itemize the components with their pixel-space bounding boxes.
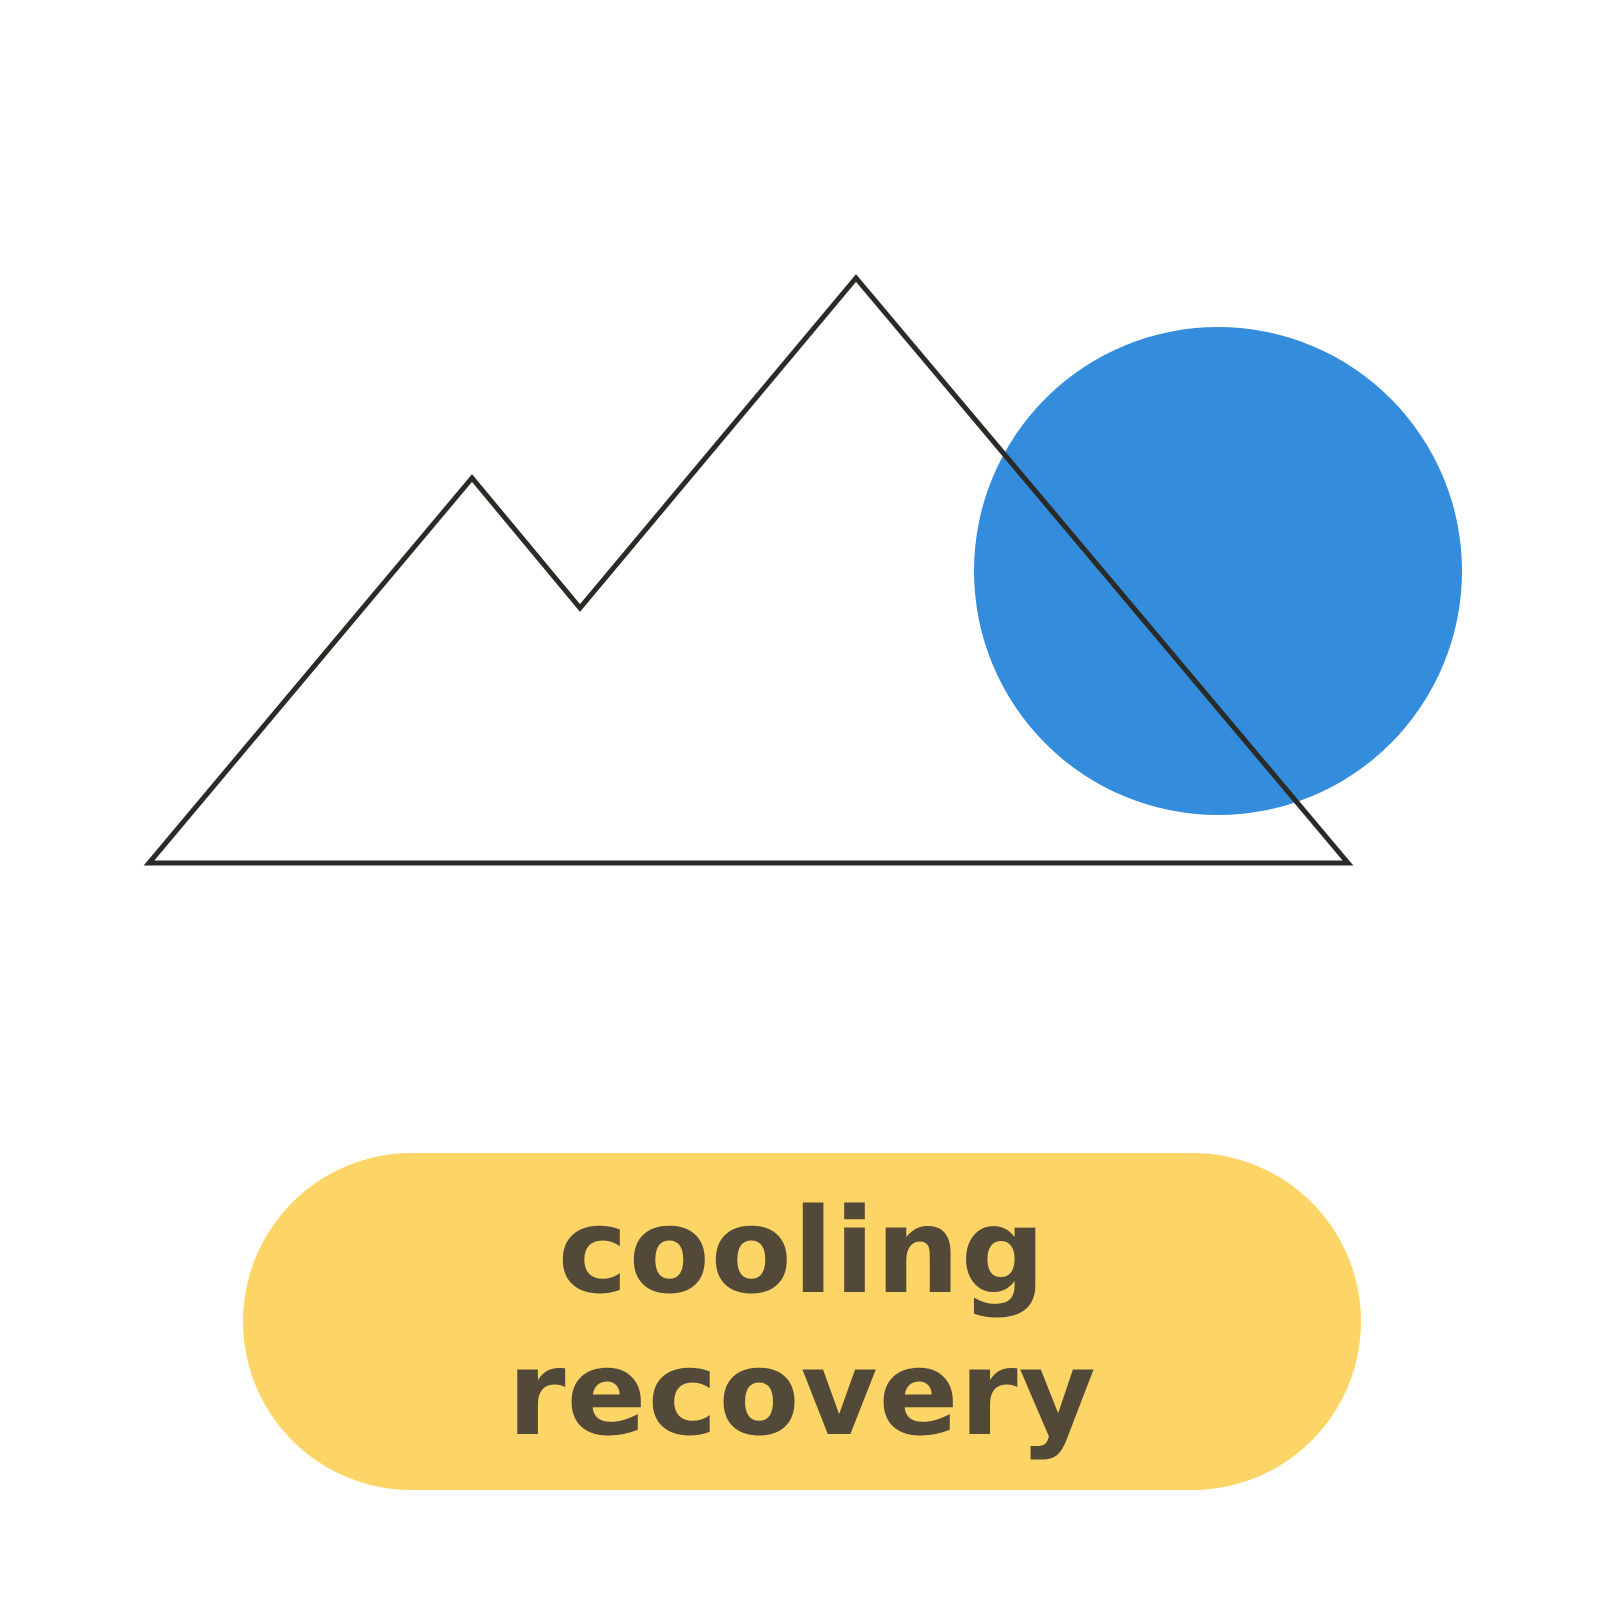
label-line-1: cooling (557, 1181, 1047, 1320)
label-pill: cooling recovery (243, 1153, 1361, 1490)
sun-circle-icon (974, 327, 1462, 815)
label-line-2: recovery (507, 1323, 1097, 1462)
mountain-outline-icon (143, 274, 1354, 866)
